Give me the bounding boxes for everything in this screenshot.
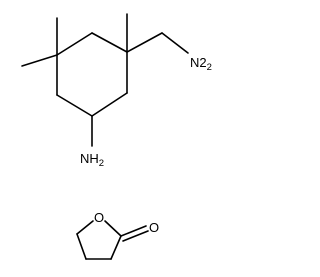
amine-bond <box>161 32 189 54</box>
atom-label-nh2-ring: NH2 <box>80 151 104 169</box>
carbonyl-bond <box>120 225 147 237</box>
ring-bond <box>56 32 93 56</box>
carbonyl-bond <box>122 230 149 242</box>
atom-label-carbonyl-oxygen: O <box>149 220 159 235</box>
atom-label-nh2-chain: N22 <box>190 55 212 73</box>
atom-label-ring-oxygen: O <box>94 210 104 225</box>
molecule-diamine: N22 NH2 <box>21 13 212 169</box>
ring-bond <box>110 235 122 260</box>
ring-bond <box>76 220 94 235</box>
ring-bond <box>76 233 87 260</box>
molecule-lactone: O O <box>76 210 159 260</box>
ring-bond <box>91 32 128 53</box>
ring-bond <box>104 220 122 237</box>
structure-canvas: N22 NH2 O O <box>21 13 212 260</box>
methyl-bond <box>21 54 58 67</box>
ring-bond <box>56 94 93 117</box>
ring-bond <box>91 92 128 117</box>
methylene-bond <box>126 32 163 53</box>
molecule-drawing: N22 NH2 O O <box>21 13 212 260</box>
